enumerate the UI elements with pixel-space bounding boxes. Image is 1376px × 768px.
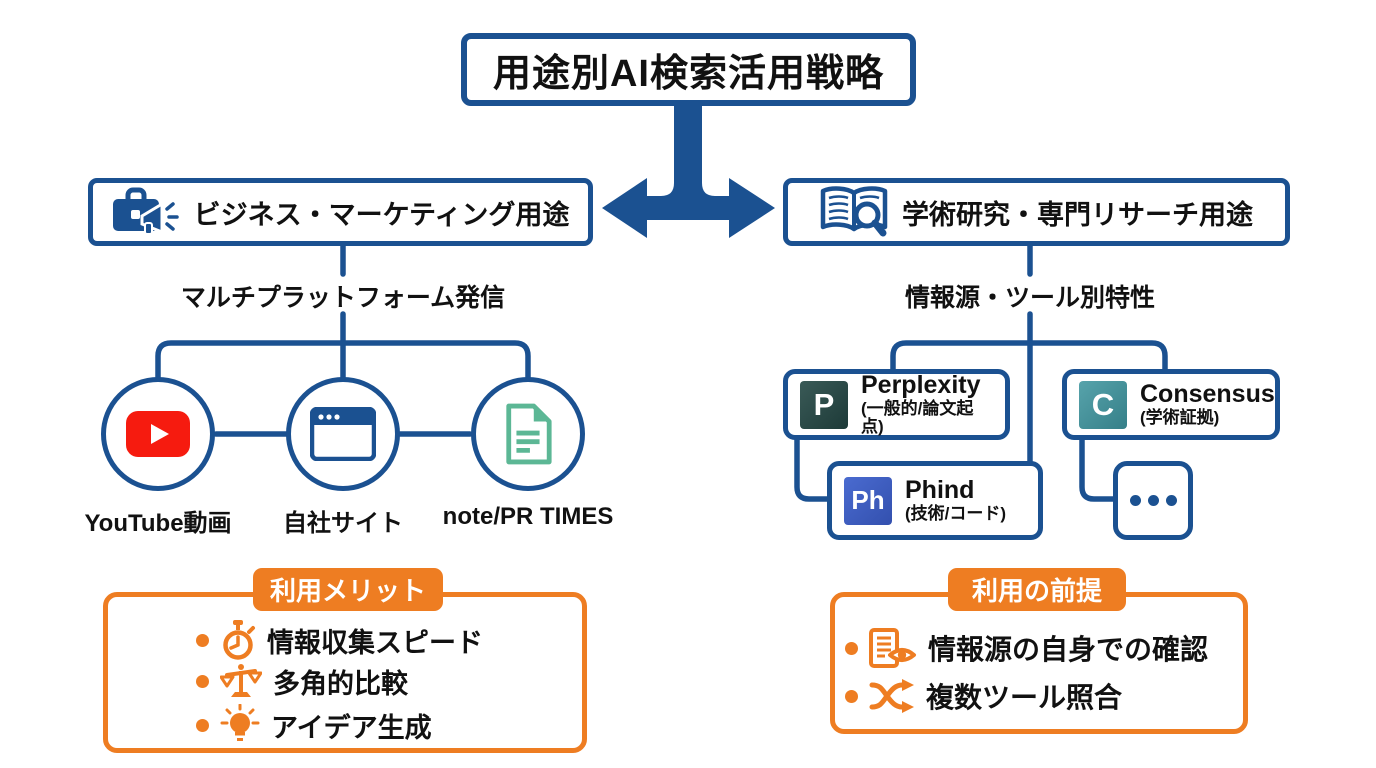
merit-item-ideas: アイデア生成 bbox=[196, 704, 432, 746]
shuffle-icon bbox=[869, 679, 915, 713]
bullet-icon bbox=[196, 675, 209, 688]
website-node bbox=[286, 377, 400, 491]
page-title-text: 用途別AI検索活用戦略 bbox=[492, 53, 884, 95]
merit-comparison-label: 多角的比較 bbox=[273, 669, 408, 699]
youtube-icon bbox=[126, 411, 190, 457]
merits-title-badge: 利用メリット bbox=[253, 568, 443, 611]
consensus-name: Consensus bbox=[1140, 380, 1275, 409]
consensus-note: (学術証拠) bbox=[1140, 407, 1220, 427]
consensus-box: C Consensus (学術証拠) bbox=[1062, 369, 1280, 440]
phind-logo: Ph bbox=[844, 476, 892, 525]
perplexity-note: (一般的/論文起点) bbox=[861, 398, 974, 437]
scales-icon bbox=[220, 663, 262, 701]
consensus-logo: C bbox=[1079, 380, 1127, 429]
stopwatch-icon bbox=[220, 620, 256, 660]
green-document-icon bbox=[502, 403, 554, 465]
page-title: 用途別AI検索活用戦略 bbox=[461, 33, 916, 106]
split-arrow bbox=[602, 100, 775, 238]
perplexity-name: Perplexity bbox=[861, 371, 981, 400]
perplexity-logo: P bbox=[800, 380, 848, 429]
business-marketing-header: ビジネス・マーケティング用途 bbox=[88, 178, 593, 246]
source-tools-subheading: 情報源・ツール別特性 bbox=[904, 284, 1155, 312]
book-search-icon bbox=[820, 184, 888, 240]
premise-verify-label: 情報源の自身での確認 bbox=[928, 634, 1209, 665]
premise-crosscheck-label: 複数ツール照合 bbox=[926, 682, 1123, 713]
note-prtimes-label: note/PR TIMES bbox=[442, 503, 614, 530]
premise-item-verify: 情報源の自身での確認 bbox=[845, 628, 1208, 668]
academic-research-header: 学術研究・専門リサーチ用途 bbox=[783, 178, 1290, 246]
youtube-label: YouTube動画 bbox=[84, 510, 232, 537]
website-label: 自社サイト bbox=[283, 510, 403, 537]
document-eye-icon bbox=[869, 628, 917, 668]
briefcase-megaphone-icon bbox=[112, 187, 180, 237]
bullet-icon bbox=[196, 718, 209, 732]
ellipsis-icon bbox=[1129, 495, 1141, 506]
business-marketing-label: ビジネス・マーケティング用途 bbox=[193, 199, 570, 230]
multiplatform-subheading: マルチプラットフォーム発信 bbox=[180, 284, 506, 312]
phind-note: (技術/コード) bbox=[905, 503, 1007, 523]
browser-icon bbox=[310, 407, 376, 461]
merit-item-speed: 情報収集スピード bbox=[196, 620, 483, 660]
premises-title: 利用の前提 bbox=[971, 576, 1102, 606]
premises-title-badge: 利用の前提 bbox=[948, 568, 1126, 611]
lightbulb-icon bbox=[220, 704, 260, 746]
bullet-icon bbox=[845, 641, 858, 655]
merits-box bbox=[103, 592, 587, 753]
merit-speed-label: 情報収集スピード bbox=[267, 627, 483, 658]
premises-box bbox=[830, 592, 1248, 734]
merit-ideas-label: アイデア生成 bbox=[271, 712, 432, 743]
premise-item-crosscheck: 複数ツール照合 bbox=[845, 676, 1122, 716]
bullet-icon bbox=[845, 689, 858, 703]
more-tools-box bbox=[1113, 461, 1193, 540]
bullet-icon bbox=[196, 633, 209, 647]
perplexity-box: P Perplexity (一般的/論文起点) bbox=[783, 369, 1010, 440]
note-prtimes-node bbox=[471, 377, 585, 491]
academic-research-label: 学術研究・専門リサーチ用途 bbox=[902, 199, 1253, 230]
merits-title: 利用メリット bbox=[269, 576, 426, 606]
youtube-node bbox=[101, 377, 215, 491]
merit-item-comparison: 多角的比較 bbox=[196, 662, 408, 701]
phind-box: Ph Phind (技術/コード) bbox=[827, 461, 1043, 540]
phind-name: Phind bbox=[905, 476, 975, 505]
